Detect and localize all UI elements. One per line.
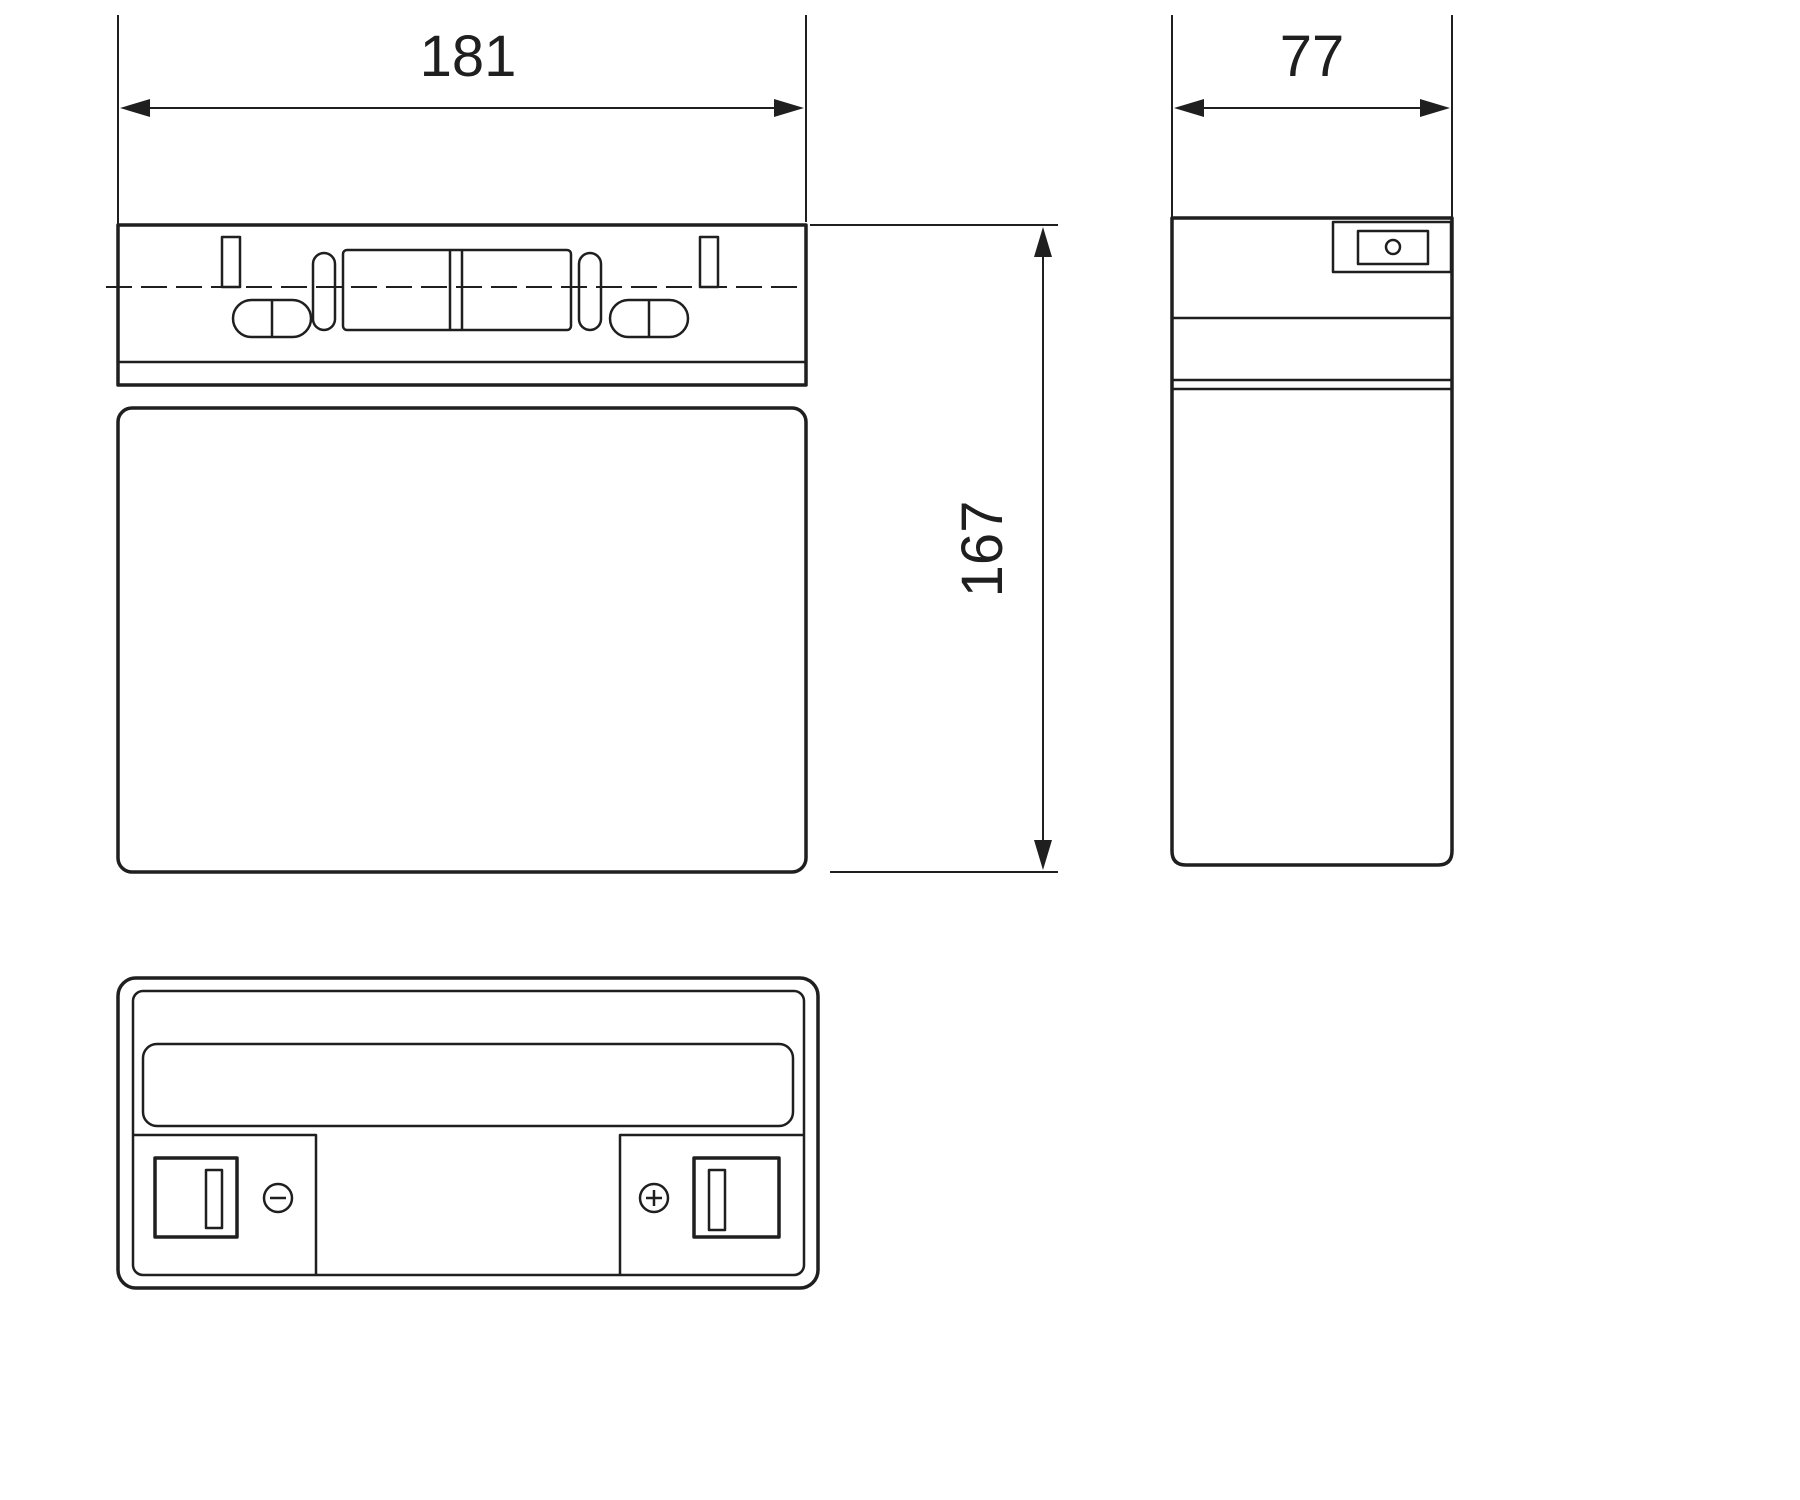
face-outer-outline [116,976,820,1290]
positive-terminal-slot [707,1168,727,1232]
terminal-post-right [698,235,720,289]
vent-cap-end-left [311,251,337,332]
arrow-right-icon [774,99,804,117]
face-view [116,976,820,1290]
side-view [1170,216,1454,867]
terminal-bay-left-edge [133,1133,318,1275]
negative-terminal-block [153,1156,239,1239]
arrow-down-icon [1034,840,1052,870]
label-strip [141,1042,795,1128]
battery-body-outline [116,406,808,874]
battery-lid-outline [116,223,808,387]
arrow-right-icon [1420,99,1450,117]
negative-terminal-icon [262,1182,294,1214]
face-inner-outline [131,989,806,1277]
arrow-left-icon [120,99,150,117]
terminal-bay-right-edge [618,1133,804,1275]
front-view [106,223,808,874]
depth-dimension: 77 [1171,15,1453,222]
arrow-up-icon [1034,227,1052,257]
negative-terminal-slot [204,1168,224,1230]
vent-cap-end-right [577,251,603,332]
side-view-outline [1170,216,1454,867]
side-terminal-hole-icon [1384,238,1402,256]
side-terminal-housing [1331,220,1453,274]
height-dimension: 167 [810,224,1058,873]
arrow-left-icon [1174,99,1204,117]
height-dimension-label: 167 [950,501,1015,598]
width-dimension-label: 181 [420,24,517,89]
positive-terminal-icon [638,1182,670,1214]
side-terminal-inner [1356,229,1430,266]
depth-dimension-label: 77 [1280,24,1345,89]
terminal-post-left [220,235,242,289]
positive-terminal-block [692,1156,781,1239]
width-dimension: 181 [117,15,807,228]
vent-cap-body [341,248,573,332]
